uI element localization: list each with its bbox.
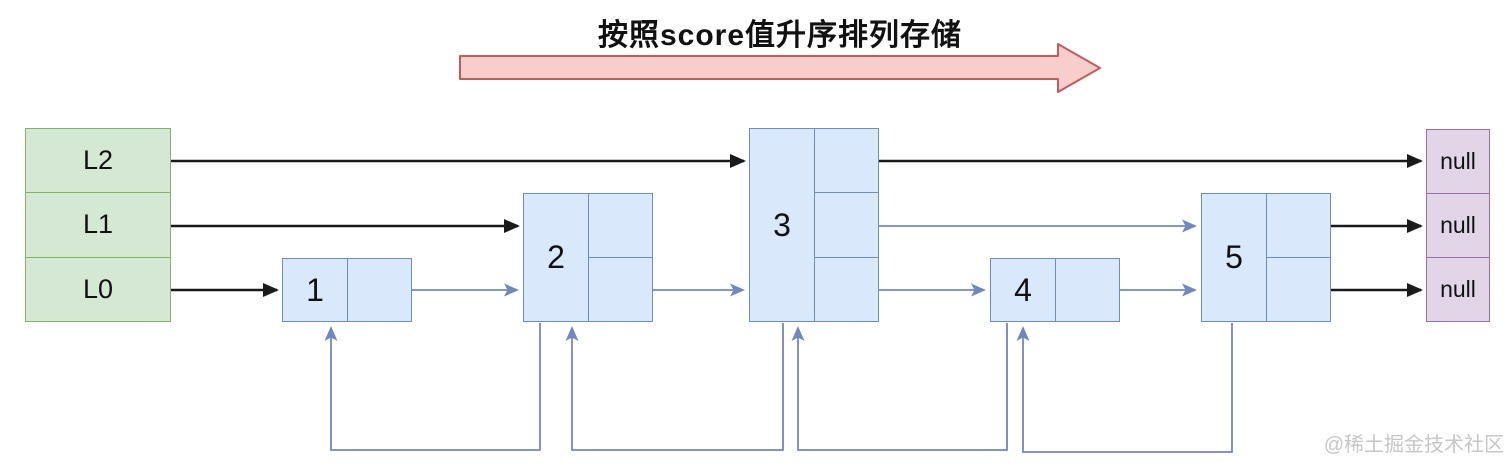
pointer-cell-l2 (815, 129, 878, 192)
node-pointer-column (1055, 259, 1119, 321)
skiplist-node-4: 4 (990, 258, 1120, 322)
null-cell-l0: null (1427, 257, 1489, 321)
pointer-cell-l1 (1267, 194, 1330, 257)
node-value: 5 (1225, 239, 1243, 275)
backward-pointer-node4-to-node3 (791, 323, 1008, 451)
skiplist-node-3: 3 (749, 128, 879, 322)
node-pointer-column (347, 259, 411, 321)
node-value: 2 (547, 239, 565, 275)
level-row-l0: L0 (26, 256, 170, 321)
watermark: @稀土掘金技术社区 (1323, 434, 1504, 456)
level-header-box: L2 L1 L0 (25, 128, 171, 322)
pointer-cell-l0 (1267, 257, 1330, 321)
pointer-cell-l1 (589, 194, 652, 257)
null-cell-l2: null (1440, 148, 1476, 174)
skiplist-node-1: 1 (282, 258, 412, 322)
level-row-l1: L1 (26, 192, 170, 256)
diagram-title: 按照score值升序排列存储 (597, 19, 963, 52)
skiplist-node-5: 5 (1201, 193, 1331, 322)
node-value: 4 (1014, 271, 1032, 308)
pointer-cell-l0 (815, 256, 878, 321)
backward-pointer-node3-to-node2 (565, 323, 784, 451)
flow-direction-arrow (459, 43, 1101, 93)
pointer-cell-l0 (348, 259, 411, 321)
node-value: 1 (306, 271, 324, 308)
node-pointer-column (814, 129, 878, 321)
pointer-cell-l1 (815, 192, 878, 256)
node-pointer-column (588, 194, 652, 321)
pointer-cell-l0 (1056, 259, 1119, 321)
pointer-cell-l0 (589, 257, 652, 321)
skiplist-node-2: 2 (523, 193, 653, 322)
null-terminator-stack: null null null (1426, 129, 1490, 322)
node-pointer-column (1266, 194, 1330, 321)
level-row-l2: L2 (82, 145, 114, 176)
backward-pointer-node2-to-node1 (324, 323, 541, 451)
null-cell-l1: null (1427, 193, 1489, 257)
node-value: 3 (773, 206, 791, 243)
backward-pointer-node5-to-node4 (1016, 323, 1233, 453)
